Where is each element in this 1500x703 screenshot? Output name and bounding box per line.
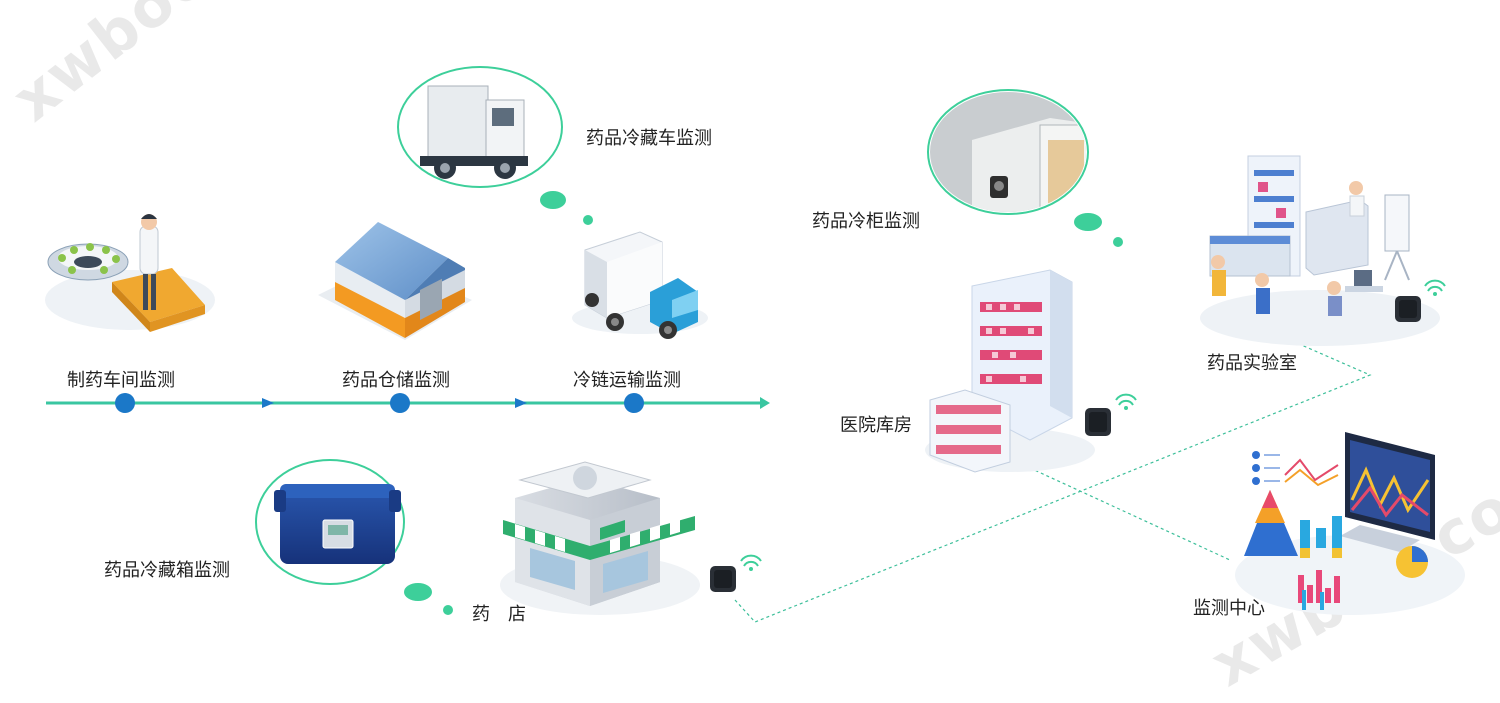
- dotted-connections: [734, 339, 1372, 623]
- label-lab: 药品实验室: [1207, 353, 1297, 374]
- flow-dot-3: [624, 393, 644, 413]
- bar-cluster: [1298, 570, 1340, 603]
- reefer-truck-photo: [397, 66, 593, 225]
- sensor-pharmacy: [710, 554, 762, 592]
- warehouse-illustration: [318, 222, 472, 340]
- workshop-illustration: [45, 214, 215, 332]
- label-warehouse: 药品仓储监测: [342, 370, 450, 391]
- hospital-storeroom-illustration: [925, 269, 1095, 473]
- cold-cabinet-photo: [927, 89, 1123, 247]
- sensor-hospital: [1085, 393, 1137, 436]
- pharmacy-illustration: [500, 461, 700, 615]
- monitoring-center-illustration: [1235, 432, 1465, 615]
- label-transport: 冷链运输监测: [573, 370, 681, 391]
- label-box-monitor: 药品冷藏箱监测: [104, 560, 230, 581]
- flow-dot-1: [115, 393, 135, 413]
- flow-dot-2: [390, 393, 410, 413]
- label-truck-monitor: 药品冷藏车监测: [586, 128, 712, 149]
- label-workshop: 制药车间监测: [67, 370, 175, 391]
- label-hospital-store: 医院库房: [840, 415, 912, 436]
- transport-truck-illustration: [572, 231, 708, 339]
- flow-line: [46, 393, 770, 413]
- label-pharmacy: 药 店: [472, 604, 526, 625]
- label-center: 监测中心: [1193, 598, 1265, 619]
- sensor-lab: [1395, 279, 1446, 322]
- cold-box-photo: [255, 459, 453, 615]
- lab-illustration: [1200, 155, 1440, 346]
- label-cabinet-monitor: 药品冷柜监测: [812, 211, 920, 232]
